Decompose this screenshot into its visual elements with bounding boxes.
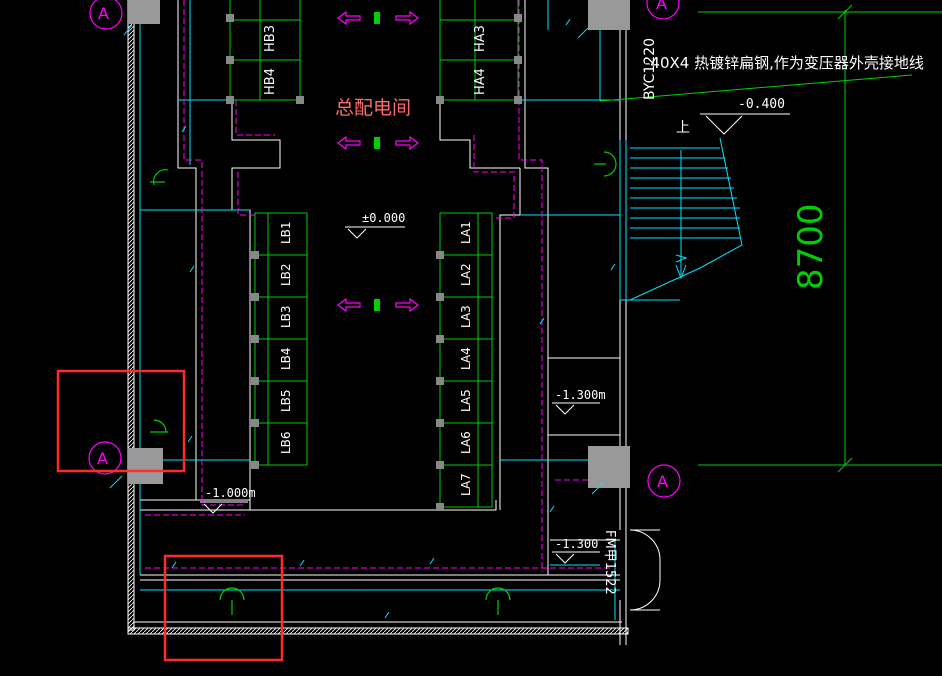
axis-bubble-2: A bbox=[656, 0, 667, 13]
panel-lb4: LB4 bbox=[279, 347, 293, 370]
dimension-8700-label: 8700 bbox=[791, 203, 831, 290]
dimension-8700 bbox=[698, 4, 942, 473]
lb-row-anchor bbox=[251, 461, 259, 469]
panel-lb1: LB1 bbox=[279, 221, 293, 244]
panel-la7: LA7 bbox=[459, 473, 473, 496]
panel-lb6: LB6 bbox=[279, 431, 293, 454]
axis-bubble-3: A bbox=[97, 449, 108, 468]
upper-panels bbox=[226, 0, 522, 104]
lb-row-anchor bbox=[251, 293, 259, 301]
la-row-anchor bbox=[436, 461, 444, 469]
inner-walls bbox=[140, 0, 620, 575]
panel-lb2: LB2 bbox=[279, 263, 293, 286]
door-code: FM甲1522 bbox=[602, 530, 617, 595]
lamp-symbols bbox=[150, 151, 617, 615]
lb-row-anchor bbox=[251, 377, 259, 385]
grounding-note: -40X4 热镀锌扁钢,作为变压器外壳接地线 bbox=[645, 54, 924, 72]
grounding-leader bbox=[599, 74, 913, 102]
panel-ha4: HA4 bbox=[473, 68, 488, 95]
lb-row-anchor bbox=[251, 251, 259, 259]
window-code: BYC1220 bbox=[642, 38, 658, 100]
la-row-anchor bbox=[436, 419, 444, 427]
columns bbox=[128, 0, 630, 488]
axis-bubble-4: A bbox=[657, 472, 668, 491]
panel-la1: LA1 bbox=[459, 221, 473, 244]
lb-row-anchor bbox=[251, 419, 259, 427]
panel-la3: LA3 bbox=[459, 305, 473, 328]
magenta-dashed bbox=[145, 0, 615, 572]
elev-right-low: -1.300 bbox=[555, 537, 598, 551]
la-row-anchor bbox=[436, 377, 444, 385]
panel-la5: LA5 bbox=[459, 389, 473, 412]
panel-ha3: HA3 bbox=[473, 25, 488, 52]
stair-up-label: 上 bbox=[676, 120, 690, 136]
elev-marker-top-right bbox=[700, 113, 790, 135]
elev-marker-center bbox=[345, 226, 405, 239]
panel-lb3: LB3 bbox=[279, 305, 293, 328]
la-row-anchor bbox=[436, 293, 444, 301]
axis-bubbles bbox=[88, 0, 681, 498]
panel-la2: LA2 bbox=[459, 263, 473, 286]
stair bbox=[629, 137, 743, 301]
bottom-lamp-highlight bbox=[163, 554, 284, 662]
elev-top-right: -0.400 bbox=[738, 97, 785, 112]
elev-right-mid: -1.300m bbox=[555, 388, 606, 402]
elev-left-low: -1.000m bbox=[205, 486, 256, 500]
la-row-anchor bbox=[436, 503, 444, 511]
panel-la6: LA6 bbox=[459, 431, 473, 454]
elev-marker-right bbox=[200, 402, 600, 564]
panel-la4: LA4 bbox=[459, 347, 473, 370]
panel-lb5: LB5 bbox=[279, 389, 293, 412]
left-column-highlight bbox=[56, 369, 186, 473]
tick-marks bbox=[109, 18, 616, 619]
direction-arrows bbox=[337, 10, 419, 313]
axis-bubble-1: A bbox=[98, 4, 109, 23]
panel-hb3: HB3 bbox=[263, 25, 278, 52]
la-row-anchor bbox=[436, 335, 444, 343]
room-title: 总配电间 bbox=[335, 97, 411, 119]
red-highlights bbox=[56, 369, 284, 662]
right-room-lines bbox=[619, 140, 627, 300]
lb-row-anchor bbox=[251, 335, 259, 343]
panel-hb4: HB4 bbox=[263, 68, 278, 95]
elev-center: ±0.000 bbox=[362, 211, 405, 225]
la-row-anchor bbox=[436, 251, 444, 259]
arrow-green-marks bbox=[374, 12, 380, 311]
door bbox=[625, 529, 661, 611]
